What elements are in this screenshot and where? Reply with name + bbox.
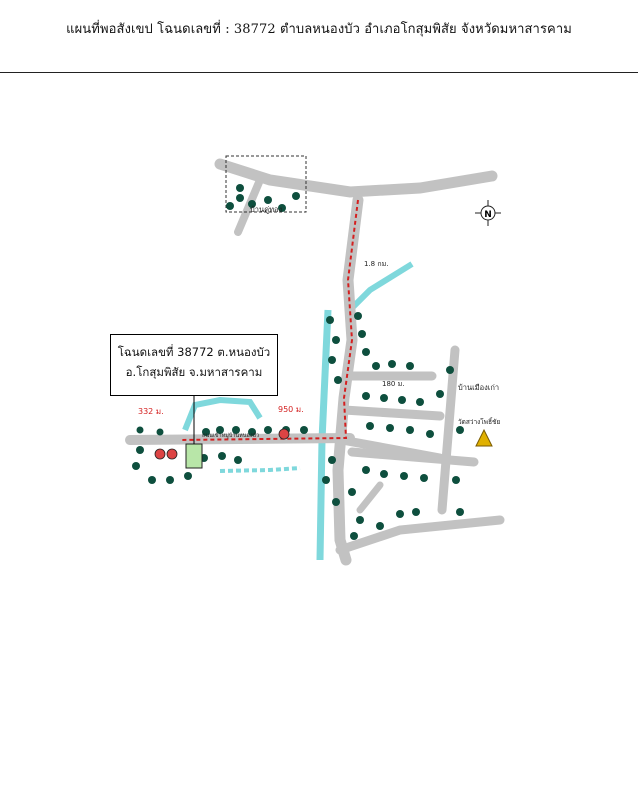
canal-north-east (345, 261, 414, 315)
marker-1 (154, 448, 166, 460)
plot-marker (185, 443, 203, 469)
road-east-4 (347, 447, 479, 467)
map-canvas: N 332 ม. 950 ม. 1.8 กม. 180 ม. บ้านคู่ทอ… (125, 155, 505, 566)
marker-2 (166, 448, 178, 460)
bridge-road-label: ถนนเข้าหมู่บ้านหนองบัว (202, 432, 259, 439)
marker-3 (278, 428, 290, 440)
temple-label: วัดสว่างโพธิ์ชัย (458, 417, 500, 426)
distance-label-4: 180 ม. (382, 380, 404, 388)
village-boundary (225, 155, 307, 213)
distance-label-2: 950 ม. (278, 405, 304, 414)
road-east-2 (339, 405, 445, 421)
distance-label-3: 1.8 กม. (364, 260, 388, 268)
compass-icon: N (475, 200, 501, 226)
canal-south-west (219, 466, 301, 473)
temple-icon (475, 428, 493, 447)
canal-west-loop (182, 396, 263, 432)
deed-callout: โฉนดเลขที่ 38772 ต.หนองบัว อ.โกสุมพิสัย … (110, 334, 278, 396)
map: N 332 ม. 950 ม. 1.8 กม. 180 ม. บ้านคู่ทอ… (100, 140, 540, 600)
village-east-label: บ้านเมืองเก่า (458, 383, 499, 392)
highway-north (214, 158, 498, 198)
page-title: แผนที่พอสังเขป โฉนดเลขที่ : 38772 ตำบลหน… (66, 22, 572, 37)
callout-line-1: โฉนดเลขที่ 38772 ต.หนองบัว (117, 345, 271, 359)
callout-line-2: อ.โกสุมพิสัย จ.มหาสารคาม (125, 365, 263, 379)
village-north-label: บ้านคู่ทอง (250, 205, 283, 214)
road-south-east (335, 515, 505, 555)
trees (132, 184, 464, 540)
route-line (179, 199, 359, 441)
compass-label: N (484, 210, 492, 220)
distance-label-1: 332 ม. (138, 407, 164, 416)
page-header: แผนที่พอสังเขป โฉนดเลขที่ : 38772 ตำบลหน… (0, 0, 638, 73)
markers (154, 428, 290, 460)
road-south-diag (356, 481, 384, 514)
road-east-vertical (437, 345, 460, 515)
